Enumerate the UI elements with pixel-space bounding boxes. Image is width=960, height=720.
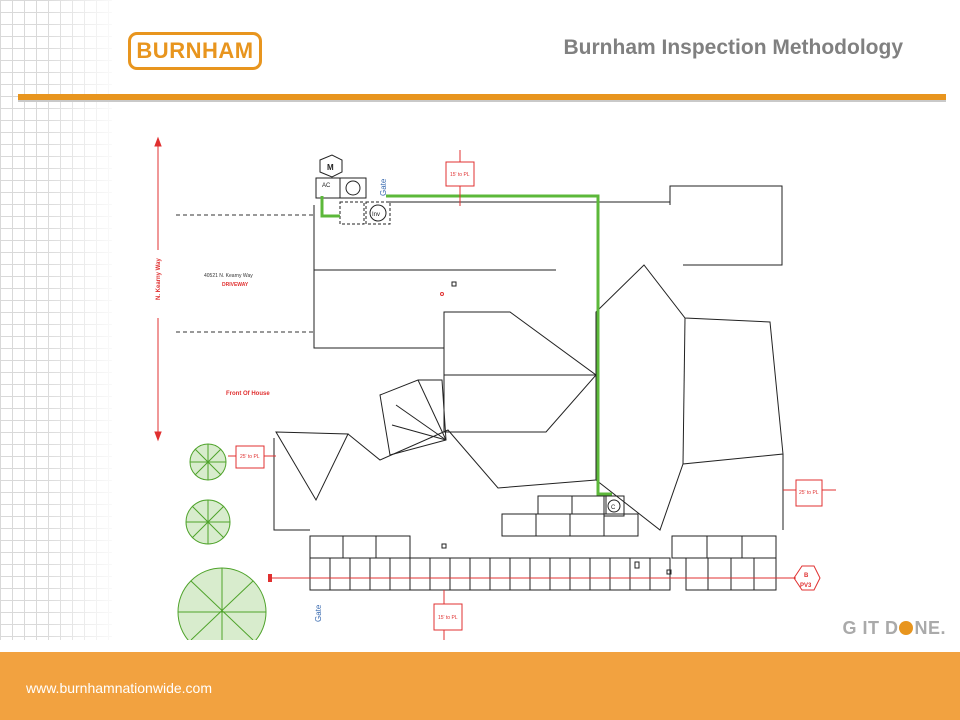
driveway-edges <box>176 214 314 333</box>
tree-branches <box>178 444 266 640</box>
meter-hexagon <box>319 154 343 178</box>
meter-label: M <box>327 163 334 172</box>
pv-marker-label: PV3 <box>800 583 812 589</box>
grid-fade <box>0 0 112 640</box>
setback-bottom-marker <box>433 590 463 640</box>
site-plan-diagram: N. Kearny Way 40521 N. Kearny Way DRIVEW… <box>154 136 836 640</box>
conduit-run-main <box>386 194 612 496</box>
tagline: G IT D NE. <box>842 618 946 639</box>
setback-right-label: 25' to PL <box>799 490 819 496</box>
setback-left-label: 25' to PL <box>240 454 260 460</box>
page-title: Burnham Inspection Methodology <box>563 36 904 59</box>
setback-top-marker <box>445 150 475 206</box>
meter-box <box>339 177 367 199</box>
setback-right-marker <box>783 479 836 507</box>
combiner-label: C <box>611 505 616 511</box>
combiner-box <box>603 495 625 517</box>
street-arrow <box>154 136 162 442</box>
driveway-label: DRIVEWAY <box>222 282 249 288</box>
house-outline <box>273 185 784 531</box>
string-end-marker <box>268 574 272 582</box>
conduit-run <box>320 196 340 218</box>
street-label: N. Kearny Way <box>156 258 162 300</box>
meter-circle <box>345 180 361 196</box>
inverter-circle <box>369 204 387 222</box>
front-of-house-label: Front Of House <box>226 391 270 397</box>
pv-marker-letter: B <box>804 573 809 579</box>
tagline-post: NE. <box>914 618 946 638</box>
roof-penetrations <box>440 281 672 575</box>
footer-bar <box>0 652 960 720</box>
pv-marker-hexagon <box>793 565 821 591</box>
combiner-circle <box>607 499 621 513</box>
ac-unit-proposed <box>339 201 365 225</box>
header-divider <box>18 94 946 100</box>
address-label: 40521 N. Kearny Way <box>204 273 253 279</box>
tagline-pre: G IT D <box>842 618 899 638</box>
gate-label-bottom: Gate <box>314 604 323 622</box>
gate-label-top: Gate <box>379 178 388 196</box>
inverter-box <box>365 201 391 225</box>
burnham-logo: BURNHAM <box>128 32 262 70</box>
inverter-label: Inv <box>372 212 380 218</box>
tagline-dot-icon <box>899 621 914 635</box>
setback-bottom-label: 15' to PL <box>438 615 458 621</box>
ac-label: AC <box>322 183 331 189</box>
solar-array <box>309 495 777 591</box>
footer-url[interactable]: www.burnhamnationwide.com <box>26 680 212 696</box>
setback-top-label: 15' to PL <box>450 172 470 178</box>
setback-left-marker <box>228 445 276 469</box>
